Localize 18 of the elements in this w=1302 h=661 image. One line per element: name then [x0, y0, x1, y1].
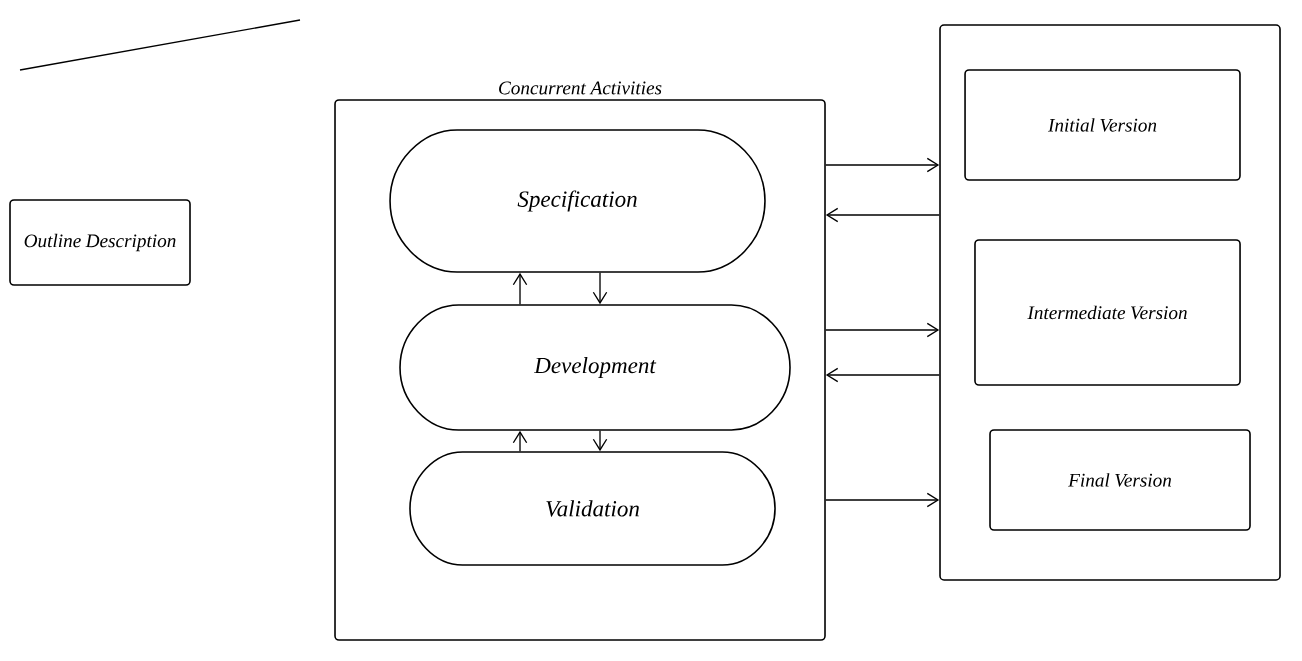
- arrow: [825, 207, 940, 223]
- activity-box: Specification: [389, 129, 766, 273]
- arrow: [592, 430, 608, 452]
- arrow: [512, 272, 528, 305]
- arrow: [512, 430, 528, 452]
- version-box: Final Version: [989, 429, 1251, 531]
- node-label: Concurrent Activities: [499, 81, 662, 95]
- arrow: [825, 157, 940, 173]
- version-box: Intermediate Version: [974, 239, 1241, 386]
- activity-box: Validation: [409, 451, 776, 566]
- activity-box: Development: [399, 304, 791, 431]
- arrow: [825, 367, 940, 383]
- container-box: [939, 24, 1281, 581]
- arrow: [592, 272, 608, 305]
- arrow: [825, 322, 940, 338]
- version-box: Initial Version: [964, 69, 1241, 181]
- arrow: [825, 492, 940, 508]
- description-box: Outline Description: [9, 199, 191, 286]
